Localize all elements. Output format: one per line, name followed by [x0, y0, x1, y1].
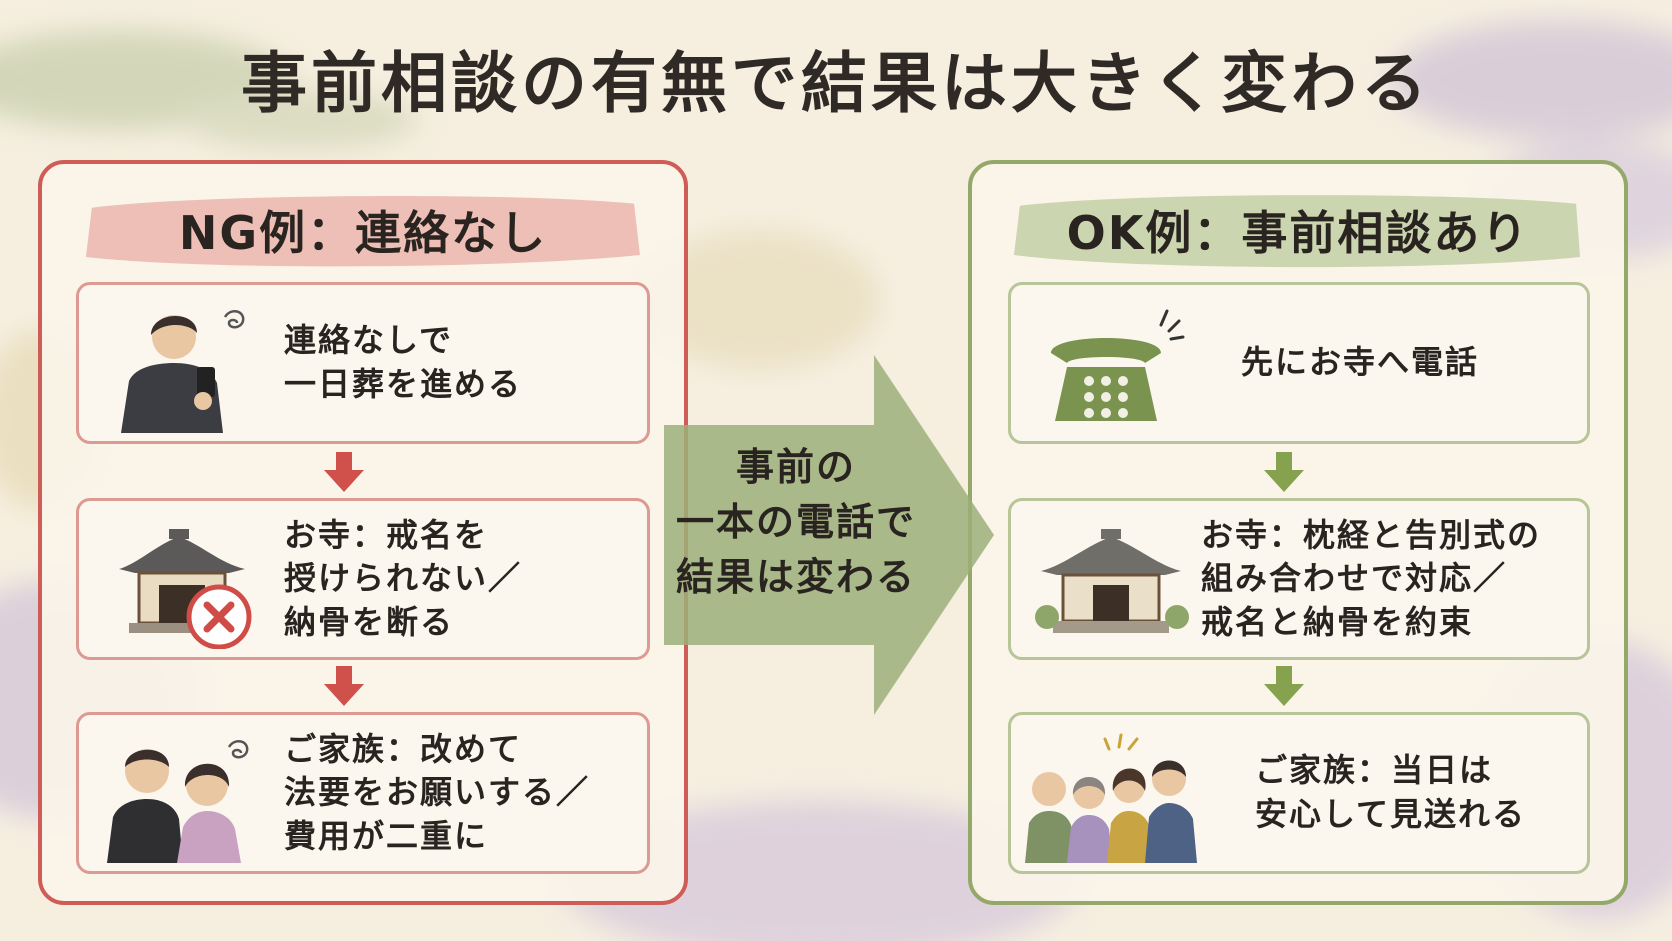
ok-step-1: 先にお寺へ電話 — [1008, 282, 1590, 444]
ok-header: OK例：事前相談あり — [1012, 186, 1584, 274]
ng-header: NG例：連絡なし — [82, 186, 644, 274]
ng-flow-arrow-1 — [324, 452, 364, 492]
ng-step-2-text: お寺：戒名を 授けられない／ 納骨を断る — [284, 515, 523, 641]
center-message: 事前の 一本の電話で 結果は変わる — [675, 445, 916, 600]
ng-step-2: お寺：戒名を 授けられない／ 納骨を断る — [76, 498, 650, 660]
ok-step-2-text: お寺：枕経と告別式の 組み合わせで対応／ 戒名と納骨を約束 — [1201, 515, 1542, 641]
ringing-telephone-icon — [1051, 309, 1185, 421]
ng-step-1-text: 連絡なしで 一日葬を進める — [284, 321, 523, 403]
ok-step-2: お寺：枕経と告別式の 組み合わせで対応／ 戒名と納骨を約束 — [1008, 498, 1590, 660]
ok-flow-arrow-1 — [1264, 452, 1304, 492]
ok-step-3-text: ご家族：当日は 安心して見送れる — [1255, 751, 1527, 833]
worried-couple-icon — [107, 739, 249, 863]
ok-flow-arrow-2 — [1264, 666, 1304, 706]
ng-panel: NG例：連絡なし 連絡なしで 一日葬を進める お寺：戒名を — [38, 160, 688, 905]
ok-step-3: ご家族：当日は 安心して見送れる — [1008, 712, 1590, 874]
ng-step-3-text: ご家族：改めて 法要をお願いする／ 費用が二重に — [284, 729, 591, 855]
ng-step-3: ご家族：改めて 法要をお願いする／ 費用が二重に — [76, 712, 650, 874]
center-arrow — [664, 355, 994, 715]
ok-header-label: OK例：事前相談あり — [1066, 206, 1530, 260]
ng-header-brush — [85, 195, 640, 267]
page-title: 事前相談の有無で結果は大きく変わる — [241, 45, 1431, 122]
temple-icon — [1035, 529, 1189, 633]
ok-panel: OK例：事前相談あり 先にお寺へ電話 — [968, 160, 1628, 905]
ng-header-label: NG例：連絡なし — [178, 206, 548, 260]
ng-step-1: 連絡なしで 一日葬を進める — [76, 282, 650, 444]
ok-step-1-text: 先にお寺へ電話 — [1241, 343, 1480, 382]
person-with-phone-icon — [121, 309, 245, 433]
happy-family-icon — [1025, 733, 1197, 863]
temple-rejected-icon — [119, 529, 252, 649]
ok-header-brush — [1013, 195, 1581, 268]
ng-flow-arrow-2 — [324, 666, 364, 706]
